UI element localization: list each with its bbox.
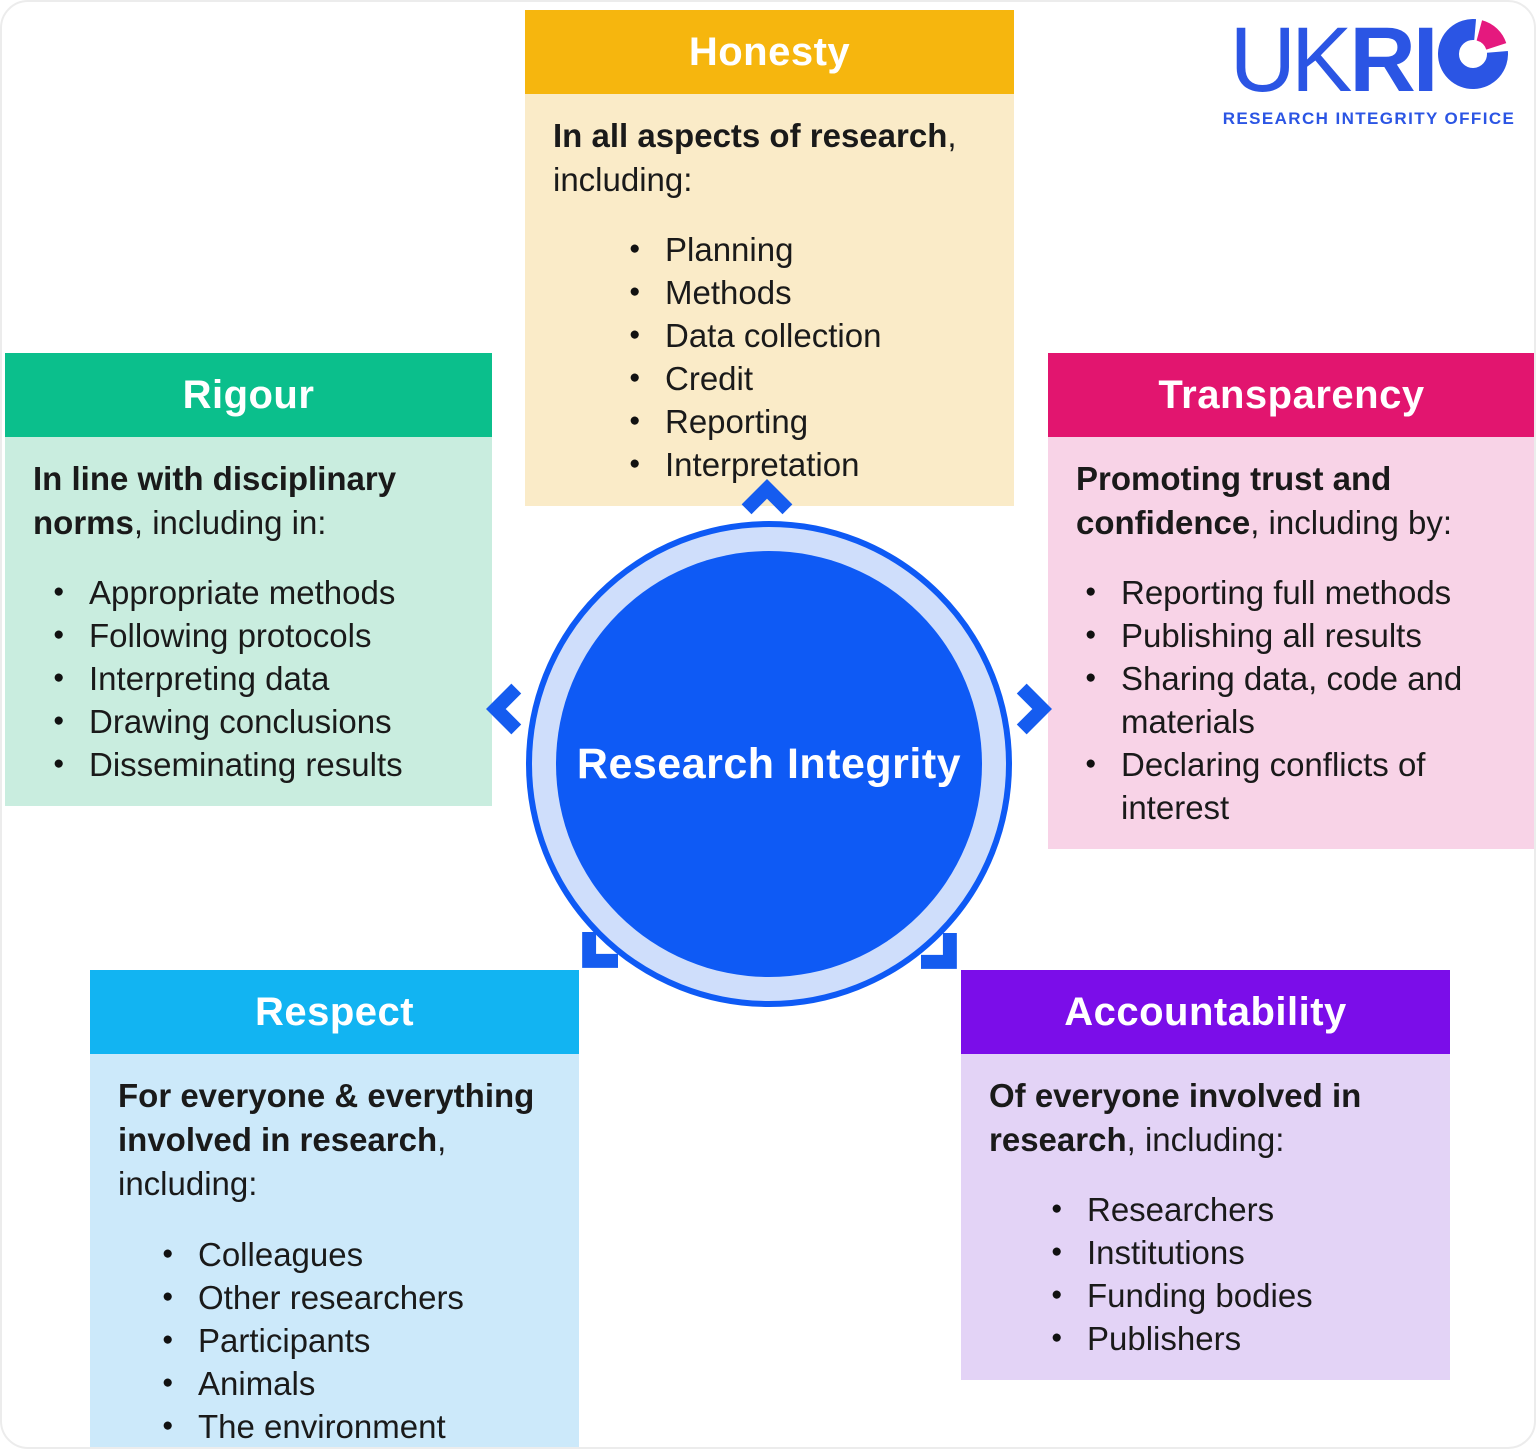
lead-rest: , including by: <box>1250 504 1452 542</box>
panel-accountability-lead: Of everyone involved in research, includ… <box>989 1074 1426 1162</box>
lead-bold: For everyone & everything involved in re… <box>118 1077 535 1159</box>
panel-respect-body: For everyone & everything involved in re… <box>90 1054 579 1447</box>
panel-honesty: Honesty In all aspects of research, incl… <box>525 10 1014 507</box>
panel-respect-list: ColleaguesOther researchersParticipantsA… <box>160 1233 555 1447</box>
rio-o-donut-icon <box>1438 19 1509 89</box>
chevron-down-left-icon <box>582 931 619 968</box>
list-item: Participants <box>160 1319 555 1362</box>
panel-rigour-body: In line with disciplinary norms, includi… <box>5 437 492 807</box>
list-item: Publishers <box>1049 1317 1426 1360</box>
panel-respect-lead: For everyone & everything involved in re… <box>118 1074 555 1207</box>
list-item: Other researchers <box>160 1276 555 1319</box>
chevron-left-icon <box>486 683 522 735</box>
list-item: Researchers <box>1049 1188 1426 1231</box>
panel-accountability-body: Of everyone involved in research, includ… <box>961 1054 1450 1381</box>
list-item: Institutions <box>1049 1231 1426 1274</box>
list-item: Disseminating results <box>51 743 468 786</box>
panel-honesty-body: In all aspects of research, including: P… <box>525 94 1014 507</box>
list-item: Reporting <box>627 400 990 443</box>
panel-respect-title: Respect <box>254 989 415 1034</box>
panel-accountability: Accountability Of everyone involved in r… <box>961 970 1450 1445</box>
chevron-right-icon <box>1016 683 1052 735</box>
lead-rest: , including: <box>1126 1121 1285 1159</box>
research-integrity-label: Research Integrity <box>576 739 962 788</box>
list-item: Reporting full methods <box>1083 571 1511 614</box>
panel-transparency-body: Promoting trust and confidence, includin… <box>1048 437 1534 850</box>
lead-rest: , including in: <box>133 504 327 542</box>
panel-rigour-title: Rigour <box>182 372 315 417</box>
chevron-down-right-icon <box>920 932 957 969</box>
panel-rigour-list: Appropriate methodsFollowing protocolsIn… <box>51 571 468 786</box>
list-item: Appropriate methods <box>51 571 468 614</box>
panel-transparency-list: Reporting full methodsPublishing all res… <box>1083 571 1511 829</box>
list-item: Drawing conclusions <box>51 700 468 743</box>
list-item: Colleagues <box>160 1233 555 1276</box>
list-item: The environment <box>160 1405 555 1447</box>
ukrio-logo-subtitle: RESEARCH INTEGRITY OFFICE <box>1222 109 1516 128</box>
list-item: Credit <box>627 357 990 400</box>
wordmark-ri: RI <box>1349 9 1438 111</box>
list-item: Interpretation <box>627 443 990 486</box>
panel-accountability-list: ResearchersInstitutionsFunding bodiesPub… <box>1049 1188 1426 1360</box>
lead-bold: Of everyone involved in research <box>989 1077 1362 1159</box>
lead-bold: Promoting trust and confidence <box>1076 460 1392 542</box>
panel-rigour-lead: In line with disciplinary norms, includi… <box>33 457 468 545</box>
panel-respect: Respect For everyone & everything involv… <box>90 970 579 1447</box>
list-item: Funding bodies <box>1049 1274 1426 1317</box>
panel-accountability-header: Accountability <box>961 970 1450 1054</box>
panel-transparency-lead: Promoting trust and confidence, includin… <box>1076 457 1511 545</box>
lead-bold: In line with disciplinary norms <box>33 460 397 542</box>
lead-rest: , including: <box>553 117 957 199</box>
lead-bold: In all aspects of research <box>553 117 948 154</box>
panel-honesty-lead: In all aspects of research, including: <box>553 114 990 202</box>
panel-transparency-header: Transparency <box>1048 353 1534 437</box>
list-item: Animals <box>160 1362 555 1405</box>
panel-transparency: Transparency Promoting trust and confide… <box>1048 353 1534 850</box>
wordmark-uk: UK <box>1229 9 1353 111</box>
list-item: Planning <box>627 228 990 271</box>
list-item: Interpreting data <box>51 657 468 700</box>
panel-honesty-header: Honesty <box>525 10 1014 94</box>
list-item: Data collection <box>627 314 990 357</box>
panel-honesty-title: Honesty <box>688 29 851 74</box>
research-integrity-circle: Research Integrity <box>556 551 982 977</box>
list-item: Methods <box>627 271 990 314</box>
panel-rigour-header: Rigour <box>5 353 492 437</box>
panel-respect-header: Respect <box>90 970 579 1054</box>
list-item: Sharing data, code and materials <box>1083 657 1511 743</box>
panel-honesty-list: PlanningMethodsData collectionCreditRepo… <box>627 228 990 486</box>
lead-rest: , including: <box>118 1121 447 1203</box>
list-item: Following protocols <box>51 614 468 657</box>
research-integrity-circle-ring: Research Integrity <box>526 521 1012 1007</box>
panel-accountability-title: Accountability <box>1064 989 1347 1034</box>
panel-rigour: Rigour In line with disciplinary norms, … <box>5 353 492 830</box>
chevron-up-icon <box>741 479 793 515</box>
list-item: Declaring conflicts of interest <box>1083 743 1511 829</box>
panel-transparency-title: Transparency <box>1158 372 1425 417</box>
list-item: Publishing all results <box>1083 614 1511 657</box>
